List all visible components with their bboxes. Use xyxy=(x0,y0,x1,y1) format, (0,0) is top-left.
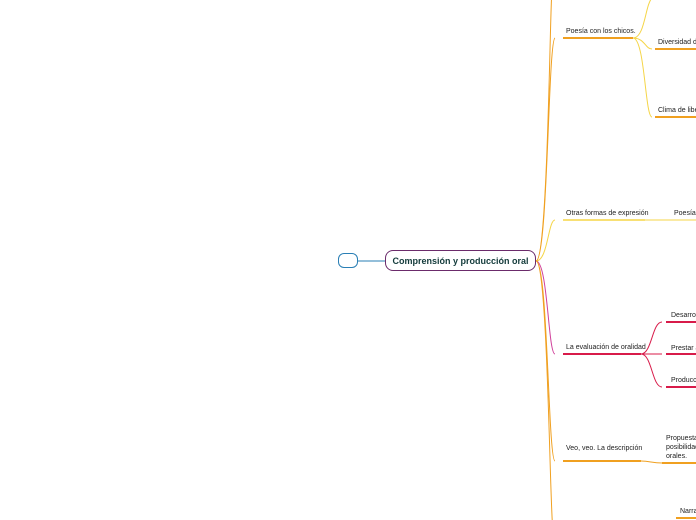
branch-otras-formas[interactable]: Otras formas de expresión xyxy=(566,210,649,217)
left-empty-node[interactable] xyxy=(338,253,358,268)
connector-branch-2 xyxy=(535,219,556,262)
connector-branch-1 xyxy=(535,37,556,262)
branch-veo-veo[interactable]: Veo, veo. La descripción xyxy=(566,445,643,452)
subtopic-produccion[interactable]: Producció xyxy=(671,377,696,384)
subtopic-prestar[interactable]: Prestar a xyxy=(671,345,696,352)
connector-sub-2 xyxy=(632,37,653,118)
branch-evaluacion[interactable]: La evaluación de oralidad xyxy=(566,344,646,351)
connector-sub-4 xyxy=(640,321,663,355)
subtopic-narra[interactable]: Narra xyxy=(680,508,696,515)
connector-sub-6 xyxy=(640,353,663,388)
subtopic-propuestas[interactable]: Propuestas posibilidad orales. xyxy=(666,435,696,460)
subtopic-desarrollo[interactable]: Desarroll xyxy=(671,312,696,319)
connector-sub-1 xyxy=(632,37,653,50)
subtopic-poesia-y[interactable]: Poesía y xyxy=(674,210,696,217)
connector-sub-7 xyxy=(640,460,663,464)
subtopic-diversidad[interactable]: Diversidad de xyxy=(658,39,696,46)
branch-poesia[interactable]: Poesía con los chicos. xyxy=(566,28,636,35)
connector-top xyxy=(535,0,552,262)
connector-sub-top xyxy=(632,0,652,39)
connector-bottom xyxy=(535,260,553,520)
connector-branch-3 xyxy=(535,260,556,355)
central-topic[interactable]: Comprensión y producción oral xyxy=(385,250,536,271)
subtopic-clima[interactable]: Clima de liber xyxy=(658,107,696,114)
central-topic-label: Comprensión y producción oral xyxy=(392,255,529,266)
